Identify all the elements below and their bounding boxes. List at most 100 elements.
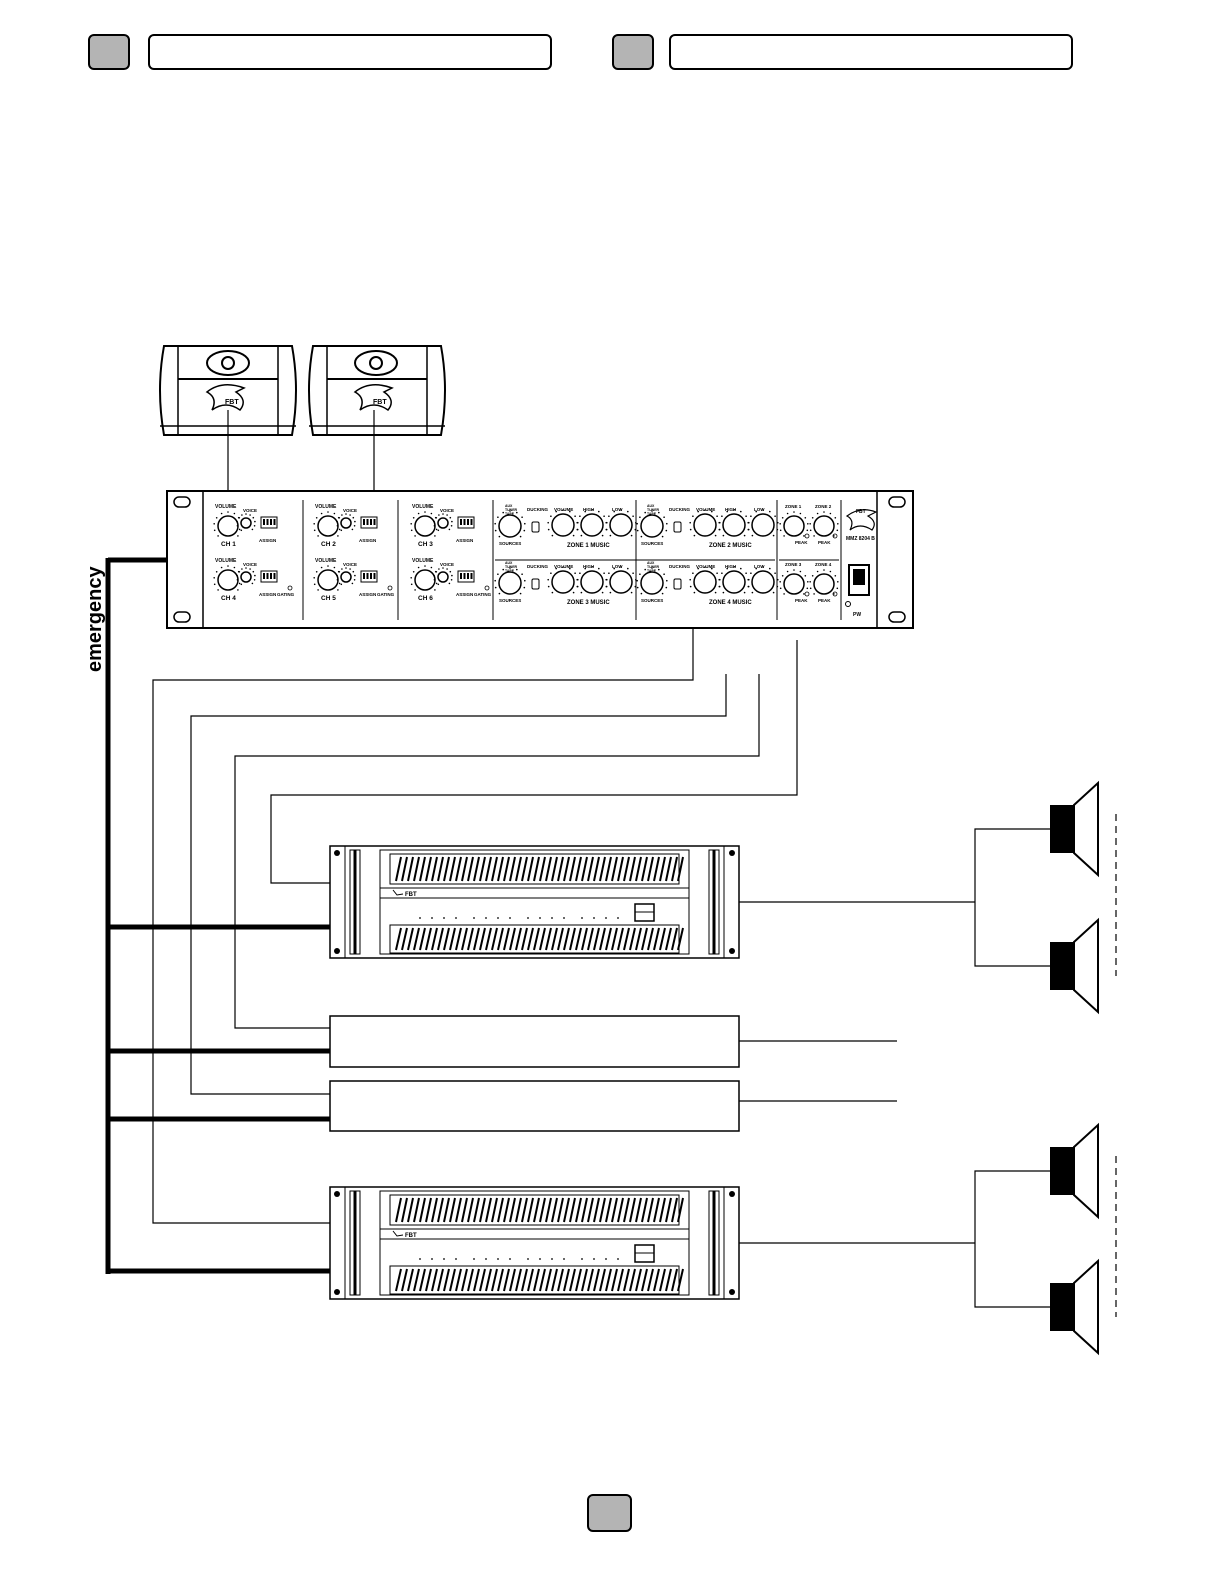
master-volume-knob[interactable] [809,511,839,537]
zone-knob[interactable] [605,509,637,537]
master-volume-knob[interactable] [779,569,809,595]
knob-tick [237,589,239,591]
knob-tick [745,572,747,574]
grill-slot [647,856,654,882]
zone-knob[interactable] [718,566,750,594]
channel-assign-switch[interactable] [260,516,278,529]
master-volume-knob[interactable] [779,511,809,537]
grill-slot [635,927,642,951]
channel-voice-label: VOICE [440,562,454,567]
channel-voice-knob[interactable] [433,513,453,531]
channel-assign-switch[interactable] [457,516,475,529]
knob-tick [498,592,501,595]
knob-tick [251,528,254,531]
zone-knob[interactable] [747,509,779,537]
knob-tick [750,515,752,517]
knob-tick [639,573,641,575]
knob-tick [524,579,526,582]
grill-slot [479,1197,486,1223]
zone-ducking-switch[interactable] [531,578,540,590]
zone-knob[interactable] [747,566,779,594]
knob-tick [213,577,215,579]
channel-voice-knob[interactable] [236,513,256,531]
knob-tick [803,535,805,537]
channel-volume-label: VOLUME [215,504,237,510]
knob-tick [627,567,629,570]
zone-knob[interactable] [547,509,579,537]
knob-tick [215,571,218,573]
grill-slot [593,1268,600,1292]
knob-tick [236,520,238,523]
source-option-label: AUX [505,561,513,565]
zone-knob[interactable] [576,509,608,537]
dip-switch-lever [370,573,372,579]
zone-ducking-switch[interactable] [531,521,540,533]
channel-voice-knob[interactable] [433,567,453,585]
grill-slot [665,856,672,882]
channel-assign-switch[interactable] [457,570,475,583]
grill-slot [521,1197,528,1223]
zone-sources-knob[interactable] [494,567,526,595]
grill-slot [419,1268,426,1292]
channel-volume-knob[interactable] [313,511,343,537]
knob-tick [336,579,339,581]
knob-tick [433,525,436,527]
channel-voice-knob[interactable] [236,567,256,585]
knob-tick [733,566,735,568]
channel-voice-knob[interactable] [336,567,356,585]
zone-knob[interactable] [718,509,750,537]
grill-slot [485,1197,492,1223]
channel-gating-label: GATING [277,592,295,597]
zone-knob[interactable] [605,566,637,594]
knob-body [414,515,436,537]
knob-tick [233,512,236,515]
mixer-zone-3: AUXTUNERTAPECDSOURCESDUCKINGVOLUMEHIGHLO… [494,561,637,606]
led-indicator [455,917,457,919]
rack-screw-icon [729,1191,735,1197]
knob-tick [555,567,557,570]
knob-tick [434,589,436,591]
knob-tick [762,509,764,511]
zone-name: ZONE 1 MUSIC [567,543,610,549]
channel-assign-switch[interactable] [360,516,378,529]
grill-slot [551,1197,558,1223]
knob-tick [772,534,775,537]
knob-tick [665,529,668,532]
zone-ducking-label: DUCKING [527,564,548,569]
channel-gating-label: GATING [377,592,395,597]
channel-assign-switch[interactable] [360,570,378,583]
emergency-bus [105,557,330,1274]
knob-tick [644,568,646,571]
knob-tick [777,578,779,581]
knob-tick [608,572,610,574]
channel-assign-switch[interactable] [260,570,278,583]
grill-slot [677,1197,684,1223]
grill-slot [449,1268,456,1292]
channel-voice-knob[interactable] [336,513,356,531]
zone-knob[interactable] [547,566,579,594]
rack-screw-icon [334,1191,340,1197]
zone-knob[interactable] [689,509,721,537]
grill-slot [431,1268,438,1292]
zone-sources-knob[interactable] [636,510,668,538]
knob-tick [317,589,319,591]
dip-switch-lever [373,573,376,579]
master-volume-knob[interactable] [809,569,839,595]
led-indicator [473,917,475,919]
zone-ducking-switch[interactable] [673,578,682,590]
page-number-box [587,1494,632,1532]
zone-knob[interactable] [689,566,721,594]
knob-tick [333,512,336,515]
source-option-label: TAPE [647,569,657,573]
knob-tick [313,577,316,579]
zone-ducking-switch[interactable] [673,521,682,533]
zone-sources-knob[interactable] [494,510,526,538]
knob-tick [237,516,240,519]
channel-voice-label: VOICE [243,508,257,513]
zone-sources-knob[interactable] [636,567,668,595]
knob-tick [747,585,750,588]
brand-logo-text: FBT [373,399,387,406]
zone-knob[interactable] [576,566,608,594]
